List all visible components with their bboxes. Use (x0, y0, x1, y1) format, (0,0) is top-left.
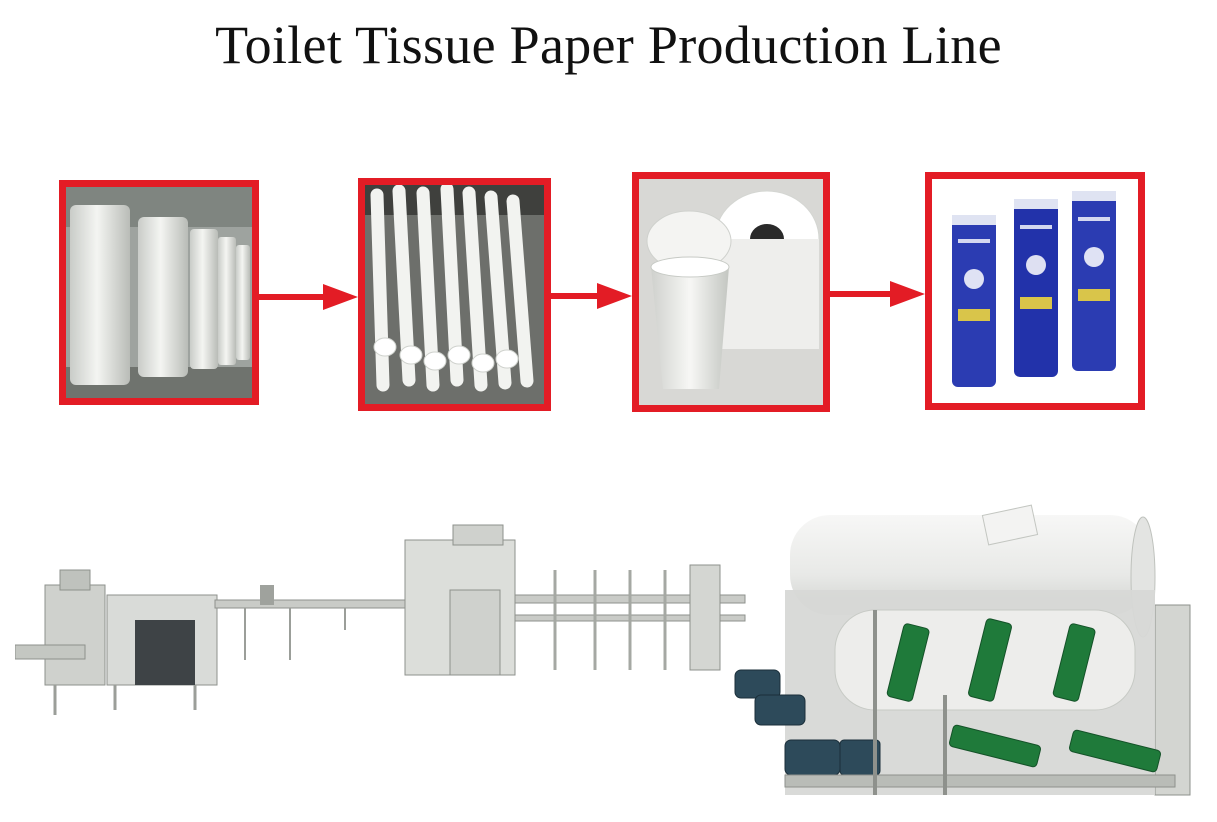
step-4-packaged-rolls-frame (925, 172, 1145, 410)
jumbo-rolls-photo (66, 187, 252, 398)
step-1-jumbo-rolls-frame (59, 180, 259, 405)
page-title: Toilet Tissue Paper Production Line (215, 15, 1002, 75)
log-rolls-photo (365, 185, 544, 404)
flow-arrow-2 (551, 283, 632, 309)
flow-arrow-3 (830, 281, 925, 307)
production-line-machine-photo (15, 504, 1191, 796)
flow-arrow-1 (259, 284, 358, 310)
packaged-rolls-photo (932, 179, 1138, 403)
step-2-log-rolls-frame (358, 178, 551, 411)
cut-rolls-photo (639, 179, 823, 405)
step-3-cut-rolls-frame (632, 172, 830, 412)
